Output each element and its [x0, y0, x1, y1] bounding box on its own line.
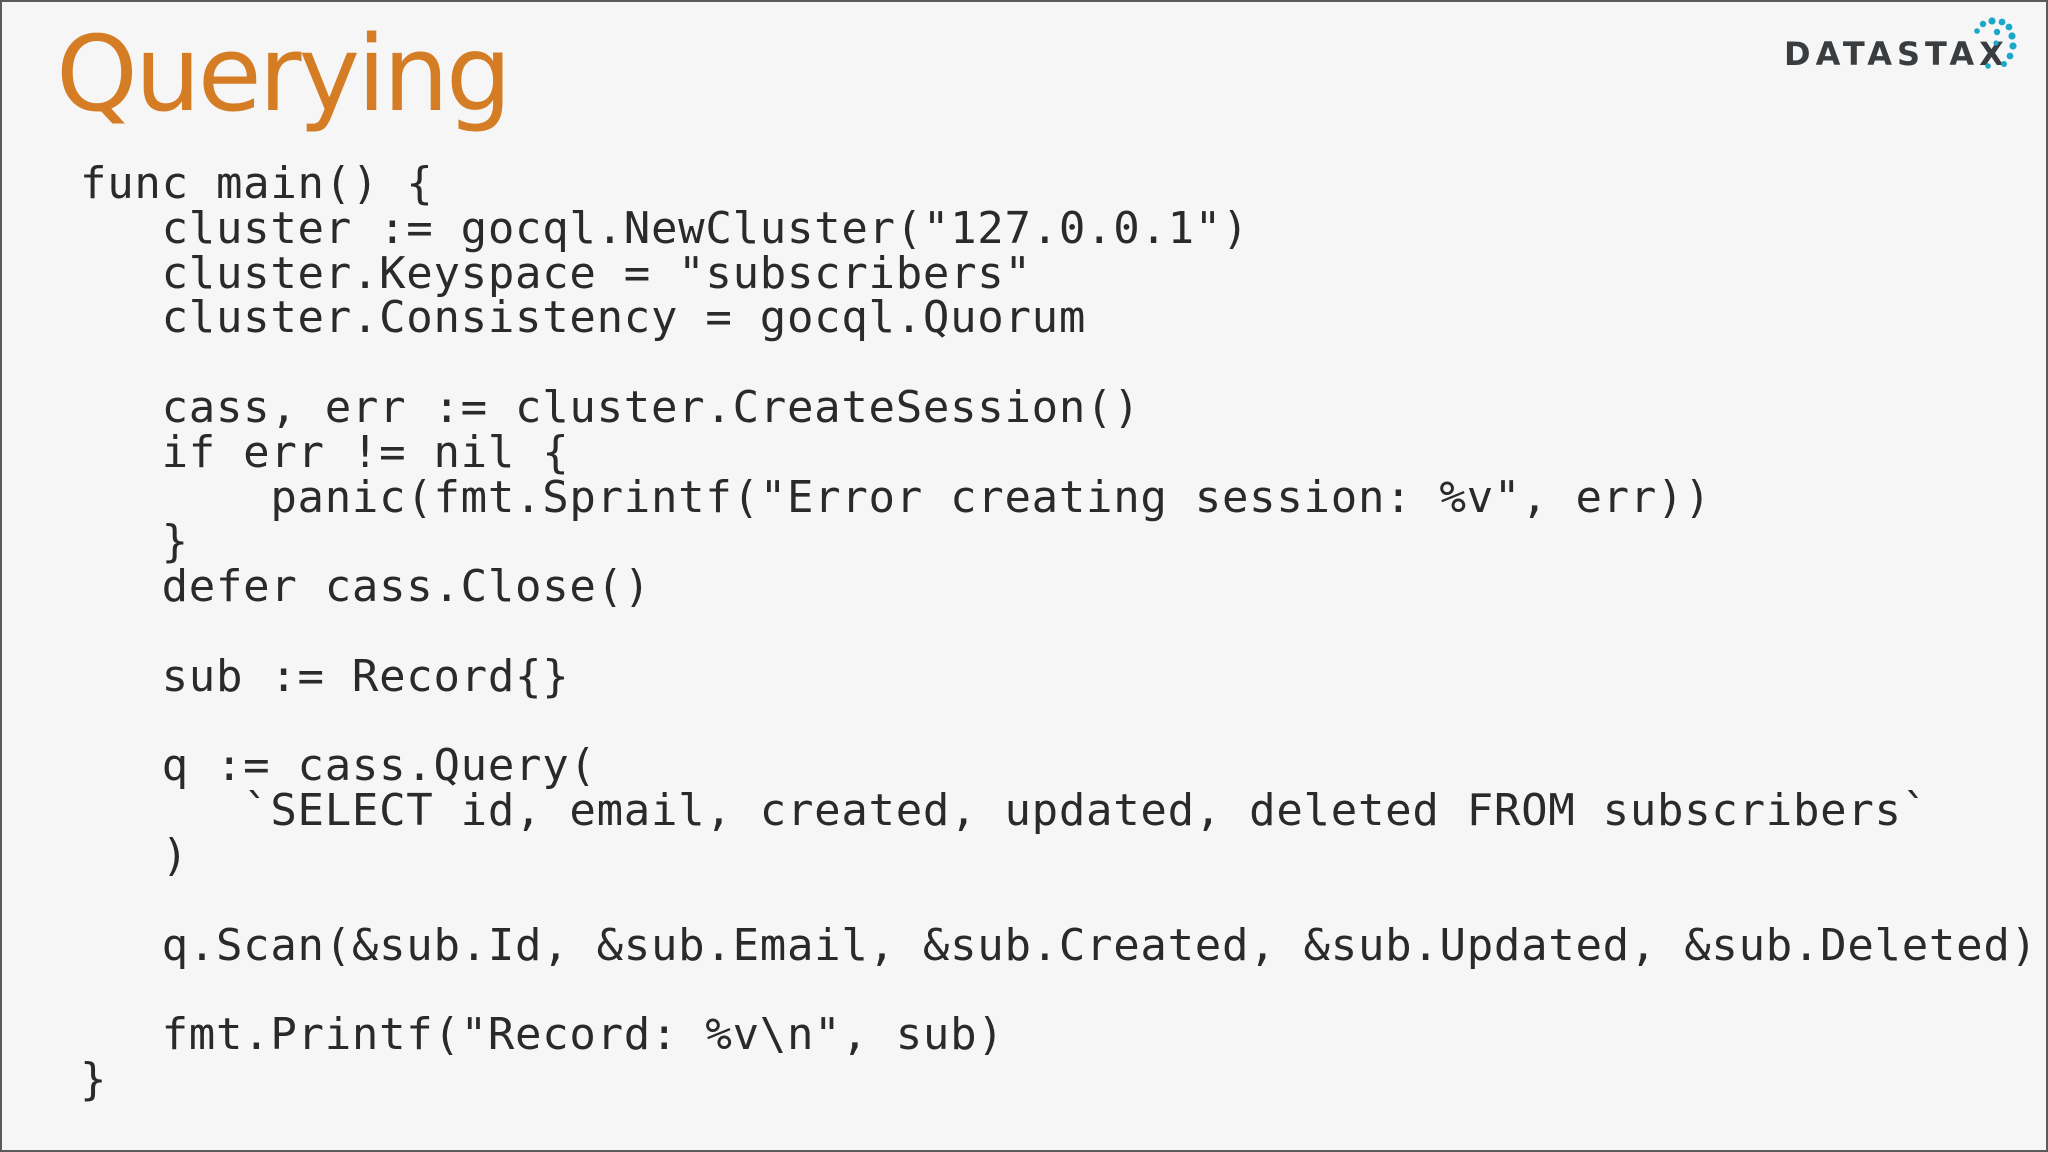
code-block: func main() { cluster := gocql.NewCluste… [80, 158, 2038, 1105]
code-line: cluster.Consistency = gocql.Quorum [80, 292, 1087, 344]
code-line [80, 968, 2038, 1013]
code-line [80, 700, 2038, 745]
code-line: } [80, 1053, 108, 1105]
code-line: defer cass.Close() [80, 561, 651, 613]
datastax-dots-icon [1974, 17, 2017, 69]
slide-title: Querying [56, 13, 512, 135]
code-line: sub := Record{} [80, 650, 570, 702]
code-line: `SELECT id, email, created, updated, del… [80, 785, 1929, 837]
code-line: fmt.Printf("Record: %v\n", sub) [80, 1009, 1005, 1061]
code-line: if err != nil { [80, 426, 570, 478]
logo-wordmark: DATASTAX [1784, 35, 2009, 73]
code-line: cass, err := cluster.CreateSession() [80, 381, 1141, 433]
code-line: } [80, 516, 189, 568]
code-line: func main() { [80, 158, 434, 209]
code-line: q := cass.Query( [80, 740, 597, 792]
code-line [80, 610, 2038, 655]
code-line: cluster.Keyspace = "subscribers" [80, 247, 1032, 299]
code-line [80, 341, 2038, 386]
code-line: cluster := gocql.NewCluster("127.0.0.1") [80, 202, 1250, 254]
datastax-logo: DATASTAX [1780, 16, 2040, 78]
code-line [80, 879, 2038, 924]
code-line: q.Scan(&sub.Id, &sub.Email, &sub.Created… [80, 919, 2038, 971]
code-line: ) [80, 829, 189, 881]
code-line: panic(fmt.Sprintf("Error creating sessio… [80, 471, 1712, 523]
